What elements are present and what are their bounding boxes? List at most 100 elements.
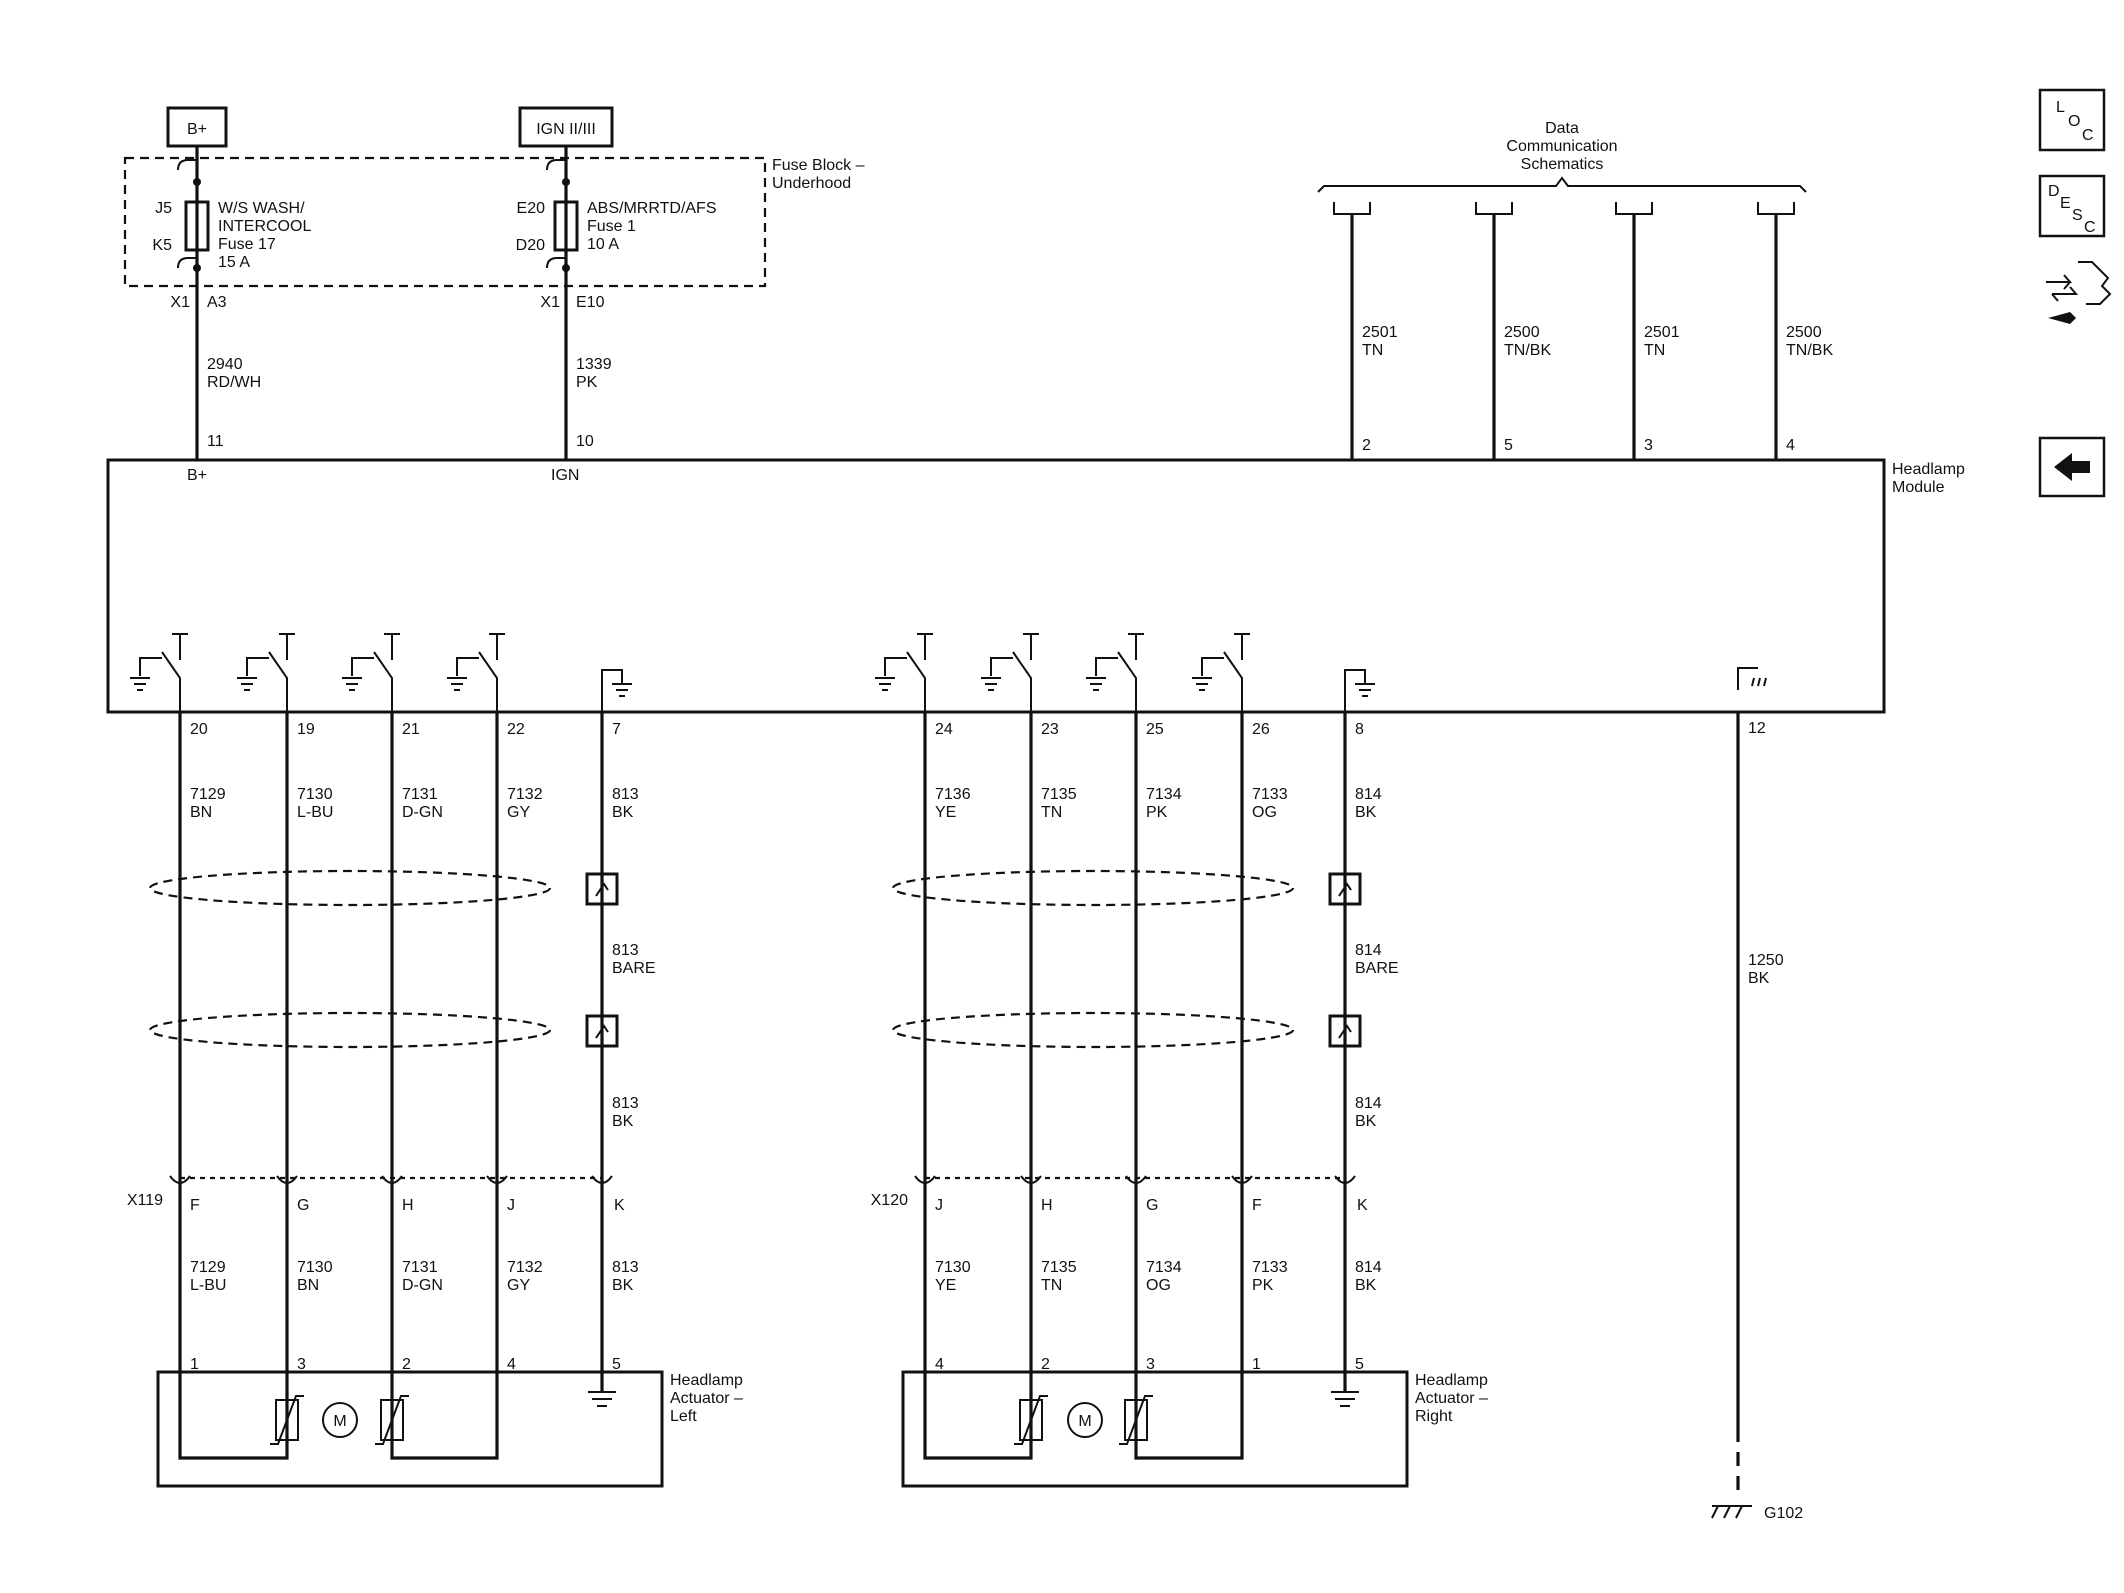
actuator-left-internals [178,1372,616,1460]
fuse-1 [546,146,579,460]
color2-20: L-BU [190,1277,226,1294]
ground-color-7: BK [612,804,634,821]
data-comm-wire-1 [1333,202,1371,460]
power-source-b-plus: B+ [166,106,228,148]
fuse-17-top-pin: J5 [155,200,172,217]
circuit2-26: 7133 [1252,1259,1288,1276]
ground-color2-7: BK [612,1277,634,1294]
ground-color-8: BK [1355,804,1377,821]
actuator-pin-24: 4 [935,1356,944,1373]
circuit2-21: 7131 [402,1259,438,1276]
circuit2-24: 7130 [935,1259,971,1276]
ground-module-pin-8: 8 [1355,721,1364,738]
actuator-right-internals [923,1372,1359,1460]
fuse-17-color: RD/WH [207,374,261,391]
fuse-17-circuit: 2940 [207,356,243,373]
data-wire-4-pin: 4 [1786,437,1795,454]
circuit-20: 7129 [190,786,226,803]
module-pin-22: 22 [507,721,525,738]
actuator-pin-23: 2 [1041,1356,1050,1373]
ground-cavity-7: K [614,1197,625,1214]
fuse-1-name: Fuse 1 [587,218,636,235]
ground-module-pin-7: 7 [612,721,621,738]
fuse-17-connector: X1 [170,294,190,311]
cavity-19: G [297,1197,309,1214]
cavity-23: H [1041,1197,1053,1214]
color-24: YE [935,804,956,821]
connector-tool-icon[interactable] [2046,261,2112,324]
desc-icon[interactable]: D E S C [2038,174,2106,238]
module-pin-label-ign: IGN [551,467,579,484]
fuse-1-module-pin: 10 [576,433,594,450]
power-source-ign: IGN II/III [518,106,614,148]
module-pin-25: 25 [1146,721,1164,738]
headlamp-module [106,458,1886,714]
color2-25: OG [1146,1277,1171,1294]
motor-right-icon [1067,1402,1103,1438]
actuator-right-label-2: Actuator – [1415,1390,1488,1407]
mid-color-8: BK [1355,1113,1377,1130]
ground-pin: 12 [1748,720,1766,737]
actuator-left-label-1: Headlamp [670,1372,743,1389]
data-wire-1-pin: 2 [1362,437,1371,454]
motor-right-label: M [1078,1413,1091,1430]
data-wire-4-color: TN/BK [1786,342,1833,359]
fuse-17 [177,146,210,460]
data-comm-label-2: Communication [1506,138,1617,155]
color2-23: TN [1041,1277,1062,1294]
left-group-switch-3 [342,633,400,712]
module-output-switches [130,633,1250,712]
color2-24: YE [935,1277,956,1294]
data-wire-1-circuit: 2501 [1362,324,1398,341]
fuse-1-rating: 10 A [587,236,619,253]
fuse-block-label-1: Fuse Block – [772,157,865,174]
data-wire-4-circuit: 2500 [1786,324,1822,341]
left-group-wire-4 [486,712,508,1372]
circuit-21: 7131 [402,786,438,803]
loc-icon[interactable]: L O C [2038,88,2106,152]
left-shield [148,869,619,1049]
fuse-1-circuit: 1339 [576,356,612,373]
fuse-17-name: Fuse 17 [218,236,276,253]
color-26: OG [1252,804,1277,821]
fuse-1-bottom-pin: D20 [516,237,545,254]
ground-color: BK [1748,970,1770,987]
right-group-switch-4 [1192,633,1250,712]
data-wire-1-color: TN [1362,342,1383,359]
actuator-wiring: 207129BNF7129L-BU1197130L-BUG7130BN32171… [169,669,1399,1373]
module-label-2: Module [1892,479,1945,496]
desc-icon-letter-3: S [2072,207,2083,224]
cavity-26: F [1252,1197,1262,1214]
actuator-left-label-2: Actuator – [670,1390,743,1407]
color-20: BN [190,804,212,821]
mid-circuit-8: 814 [1355,1095,1382,1112]
right-group-wire-2 [1020,712,1042,1372]
fuse-block-label-2: Underhood [772,175,851,192]
ground-cavity-8: K [1357,1197,1368,1214]
circuit-24: 7136 [935,786,971,803]
ground-actuator-pin-7: 5 [612,1356,621,1373]
right-group-switch-1 [875,633,933,712]
fuse-17-bottom-pin: K5 [152,237,172,254]
circuit2-25: 7134 [1146,1259,1182,1276]
ground-circuit-8: 814 [1355,786,1382,803]
cavity-20: F [190,1197,200,1214]
fuse-17-module-pin: 11 [207,433,224,450]
cavity-24: J [935,1197,943,1214]
data-wire-3-pin: 3 [1644,437,1653,454]
actuator-right-label-3: Right [1415,1408,1453,1425]
ground-circuit-7: 813 [612,786,639,803]
left-group-wire-1 [169,712,191,1372]
data-wire-2-pin: 5 [1504,437,1513,454]
data-comm-wire-4 [1757,202,1795,460]
fuse-block-underhood [123,156,767,288]
ground-circuit: 1250 [1748,952,1784,969]
ground-label: G102 [1764,1505,1803,1522]
ground-actuator-pin-8: 5 [1355,1356,1364,1373]
data-comm-wire-3 [1615,202,1653,460]
circuit-19: 7130 [297,786,333,803]
fuse-17-cavity: A3 [207,294,227,311]
module-pin-19: 19 [297,721,315,738]
back-arrow-icon[interactable] [2038,436,2106,498]
